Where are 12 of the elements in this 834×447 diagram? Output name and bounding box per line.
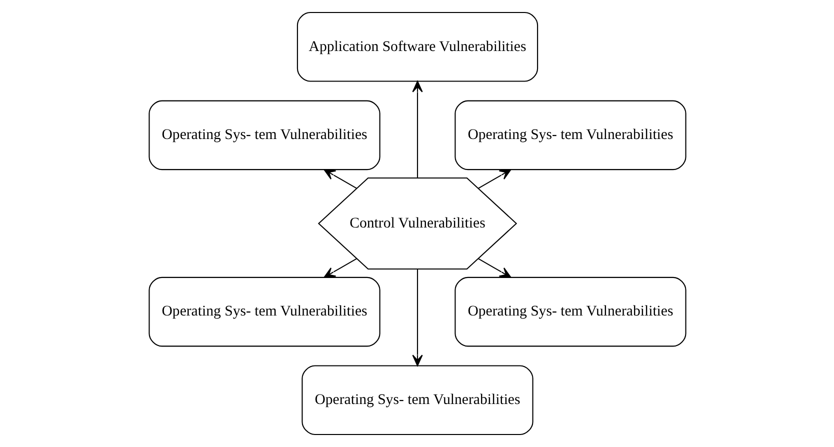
node-box: Operating Sys- tem Vulnerabilities bbox=[454, 276, 686, 347]
arrow bbox=[478, 258, 511, 278]
arrow bbox=[323, 169, 356, 189]
arrow bbox=[323, 258, 356, 278]
node-box: Operating Sys- tem Vulnerabilities bbox=[148, 100, 380, 170]
arrow bbox=[412, 268, 422, 366]
node-box: Application Software Vulnerabilities bbox=[296, 12, 538, 82]
node-box: Operating Sys- tem Vulnerabilities bbox=[301, 365, 533, 436]
arrow bbox=[412, 80, 422, 178]
node-box: Operating Sys- tem Vulnerabilities bbox=[454, 100, 686, 170]
arrow bbox=[478, 169, 511, 189]
node-box: Operating Sys- tem Vulnerabilities bbox=[148, 276, 380, 347]
